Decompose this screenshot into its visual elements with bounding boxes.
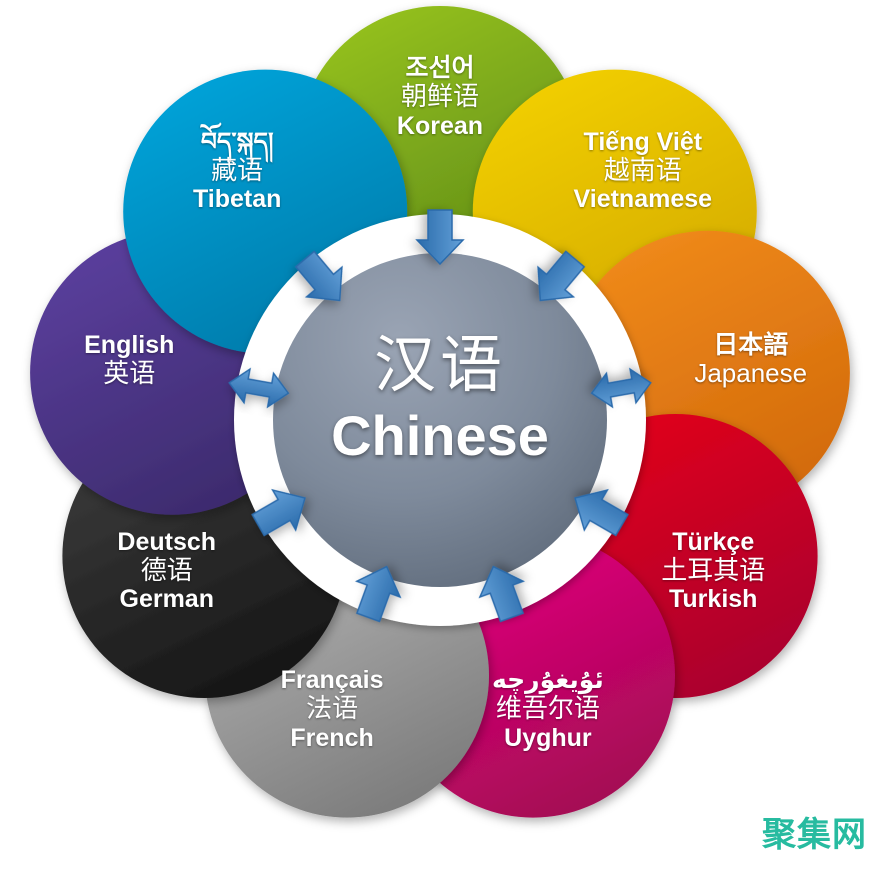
arrow-japanese — [590, 367, 652, 409]
arrow-vietnamese — [537, 250, 586, 302]
arrow-group — [228, 209, 652, 623]
arrow-english — [228, 367, 290, 409]
arrow-korean — [415, 209, 465, 266]
center-circle[interactable] — [273, 253, 607, 587]
arrow-tibetan — [294, 250, 343, 302]
arrow-german — [251, 488, 306, 537]
arrow-french — [354, 565, 402, 623]
arrow-turkish — [574, 488, 629, 537]
arrow-uyghur — [478, 565, 526, 623]
